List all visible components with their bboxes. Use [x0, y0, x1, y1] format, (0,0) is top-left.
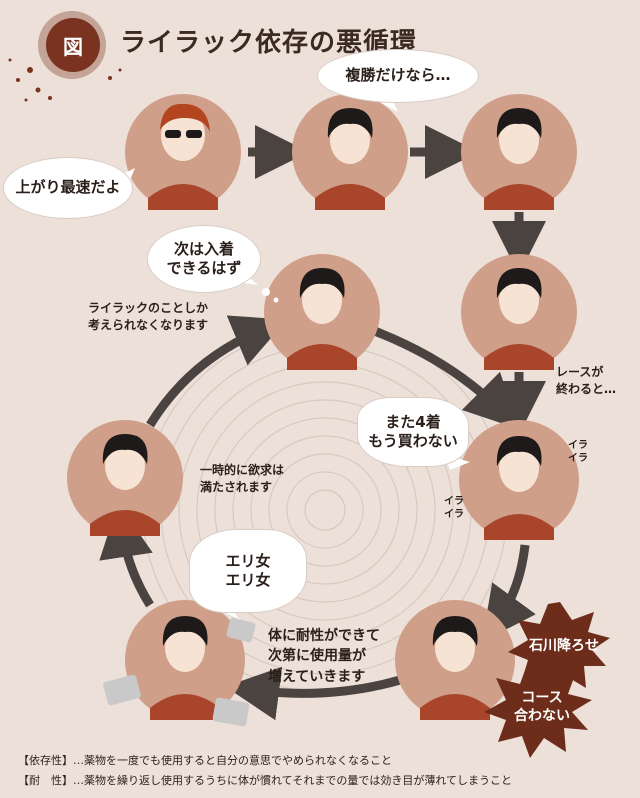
character-seller: [125, 94, 241, 210]
note-race-over: レースが 終わると…: [556, 365, 617, 397]
arrow-happy-to-top: [146, 315, 287, 428]
arrow-top-to-angry: [370, 325, 520, 430]
figure-label: 図: [46, 18, 100, 72]
bubble-eri-onna: エリ女 エリ女: [190, 530, 306, 612]
character-man-2: [461, 94, 577, 210]
character-man-3: [461, 254, 577, 370]
burst-label-ishikawa: 石川降ろせ: [529, 638, 599, 654]
arrow-sick-to-happy: [99, 503, 154, 608]
cycle-arrows: [99, 125, 546, 721]
bubble-fourth-again: また4着 もう買わない: [358, 398, 468, 466]
character-happy: [67, 420, 183, 536]
character-angry: [459, 420, 579, 540]
character-thinking: [264, 254, 380, 370]
bubble-next-place: 次は入着 できるはず: [148, 226, 260, 292]
irritation-right: イラ イラ: [568, 440, 588, 464]
character-crying: [395, 600, 515, 720]
note-satisfied: 一時的に欲求は 満たされます: [200, 463, 285, 495]
burst-label-course: コース 合わない: [514, 690, 570, 724]
note-tolerance: 体に耐性ができて 次第に使用量が 増えていきます: [268, 628, 380, 685]
bubble-fastest: 上がり最速だよ: [4, 158, 132, 218]
irritation-left: イラ イラ: [444, 496, 464, 520]
arrow-crying-to-sick: [225, 666, 402, 721]
burst-course: [484, 662, 592, 758]
footnote-tolerance: 【耐 性】…薬物を繰り返し使用するうちに体が慣れてそれまでの量では効き目が薄れて…: [18, 774, 513, 787]
footnote-dependence: 【依存性】…薬物を一度でも使用すると自分の意思でやめられなくなること: [18, 754, 392, 767]
character-sick: [103, 600, 256, 727]
note-only-lilac: ライラックのことしか 考えられなくなります: [88, 301, 209, 333]
arrow-angry-to-crying: [482, 544, 536, 642]
character-man-1: [292, 94, 408, 210]
bubble-win-bet: 複勝だけなら…: [318, 50, 478, 102]
